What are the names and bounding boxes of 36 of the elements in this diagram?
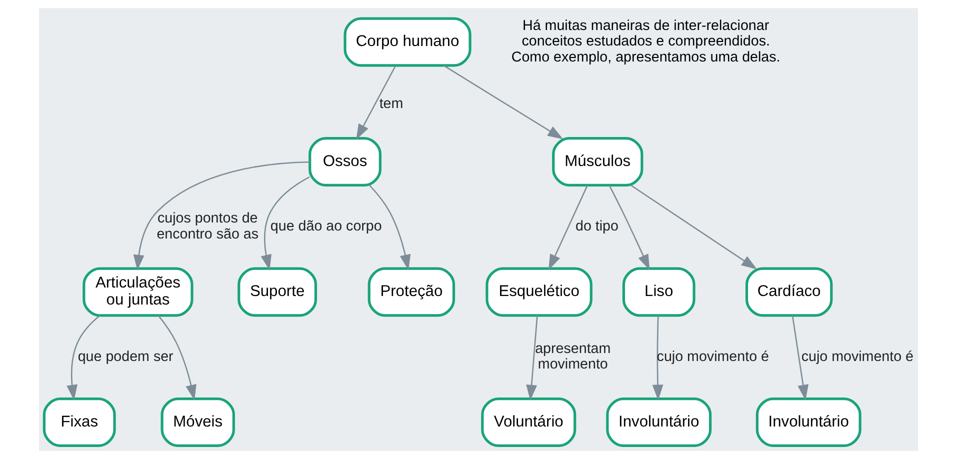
arrow bbox=[132, 161, 310, 271]
arrow bbox=[548, 185, 588, 270]
edge-label: que podem ser bbox=[77, 348, 173, 365]
arrow bbox=[157, 315, 196, 400]
arrow bbox=[368, 184, 410, 270]
edge-label: que dão ao corpo bbox=[270, 218, 382, 235]
node-box: Móveis bbox=[160, 397, 234, 447]
node-box: Esquelético bbox=[485, 267, 592, 317]
arrow bbox=[791, 315, 808, 400]
node-box: Ossos bbox=[308, 137, 381, 187]
edge-label: cujos pontos de encontro são as bbox=[156, 210, 258, 242]
arrow bbox=[526, 315, 538, 400]
node-box: Cardíaco bbox=[744, 267, 832, 317]
node-box: Corpo humano bbox=[343, 17, 471, 67]
node-box: Músculos bbox=[552, 137, 643, 187]
node-box: Fixas bbox=[42, 397, 116, 447]
edge-label: tem bbox=[378, 96, 403, 112]
edge-label: cujo movimento é bbox=[656, 348, 768, 365]
node-box: Involuntário bbox=[606, 397, 712, 447]
arrow bbox=[260, 176, 310, 270]
node-box: Liso bbox=[622, 267, 695, 317]
node-box: Articulações ou juntas bbox=[82, 267, 193, 317]
node-box: Involuntário bbox=[755, 397, 861, 447]
node-box: Suporte bbox=[237, 267, 317, 317]
edge-label: do tipo bbox=[575, 218, 618, 235]
edge-label: cujo movimento é bbox=[800, 348, 914, 365]
label: Há muitas maneiras de inter-relacionar conceitos estudados e compreendidos. Como exemplo, apresentamos uma delas. bbox=[510, 18, 780, 66]
node-box: Voluntário bbox=[480, 397, 576, 447]
arrow bbox=[356, 66, 396, 140]
arrow bbox=[608, 185, 650, 270]
arrow bbox=[630, 184, 757, 270]
node-box: Proteção bbox=[367, 267, 455, 317]
arrow bbox=[66, 315, 100, 400]
arrow bbox=[652, 316, 663, 400]
arrow bbox=[442, 65, 563, 140]
edge-label: apresentam movimento bbox=[534, 340, 610, 373]
